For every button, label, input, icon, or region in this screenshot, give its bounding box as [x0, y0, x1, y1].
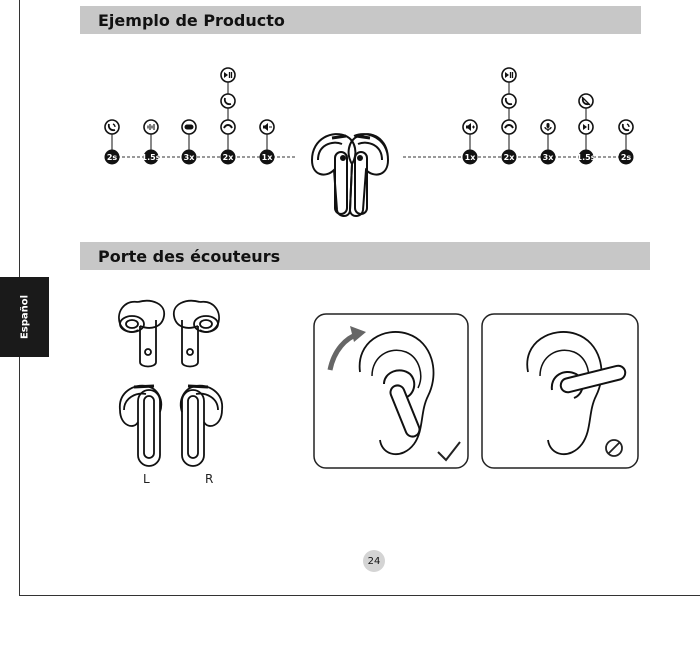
right-controls: 1x 2x 3x 1.5s 2s [462, 67, 634, 165]
section-header-wearing: Porte des écouteurs [80, 242, 650, 270]
call-voice-icon [104, 119, 120, 135]
label-right: R [205, 472, 213, 486]
language-tab: Español [0, 277, 49, 357]
control-column: 2s [104, 119, 120, 165]
prohibited-icon [605, 439, 623, 457]
control-column: 2x [501, 67, 517, 165]
control-column: 1x [462, 119, 478, 165]
section-title: Porte des écouteurs [98, 246, 281, 266]
call-voice-icon [618, 119, 634, 135]
control-column: 1.5s [577, 93, 596, 165]
press-badge: 1.5s [577, 149, 596, 165]
press-badge-label: 1.5s [577, 153, 596, 162]
press-badge-label: 2s [107, 153, 118, 162]
press-badge-label: 2x [504, 153, 516, 162]
play-pause-icon [501, 67, 517, 83]
press-badge-label: 2s [621, 153, 632, 162]
control-column: 3x [181, 119, 197, 165]
control-column: 1.5s [142, 119, 161, 165]
volume-down-icon [259, 119, 275, 135]
next-track-icon [578, 119, 594, 135]
call-icon [501, 93, 517, 109]
wear-panel-correct [313, 313, 469, 469]
earbud-back-left [119, 384, 163, 467]
earbud-front-right [173, 299, 220, 368]
press-badge-label: 1x [465, 153, 477, 162]
control-column: 2s [618, 119, 634, 165]
label-left: L [143, 472, 150, 486]
play-pause-icon [220, 67, 236, 83]
gamepad-icon [181, 119, 197, 135]
press-badge: 2s [104, 149, 120, 165]
press-badge-label: 3x [184, 153, 196, 162]
press-badge-label: 2x [223, 153, 235, 162]
hangup-icon [501, 119, 517, 135]
wear-panel-incorrect [481, 313, 639, 469]
wearing-illustrations: L R [118, 299, 639, 486]
press-badge-label: 1.5s [142, 153, 161, 162]
press-badge: 1x [259, 149, 275, 165]
press-badge-label: 3x [543, 153, 555, 162]
press-badge: 2s [618, 149, 634, 165]
control-column: 2x [220, 67, 236, 165]
voice-wave-icon [143, 119, 159, 135]
left-controls: 2s 1.5s 3x 2x 1x [104, 67, 275, 165]
section-header-product-example: Ejemplo de Producto [80, 6, 641, 34]
controls-diagram: 2s 1.5s 3x 2x 1x 1x 2x 3x 1.5s 2s [104, 67, 634, 217]
check-icon [437, 441, 461, 462]
press-badge: 2x [220, 149, 236, 165]
press-badge: 1x [462, 149, 478, 165]
hangup-icon [220, 119, 236, 135]
earbud-back-right [179, 384, 223, 467]
press-badge-label: 1x [262, 153, 274, 162]
press-badge: 2x [501, 149, 517, 165]
volume-up-icon [462, 119, 478, 135]
control-column: 1x [259, 119, 275, 165]
page-number: 24 [363, 550, 385, 572]
earbud-front-left [118, 299, 165, 368]
page-frame-bottom [19, 595, 700, 596]
press-badge: 3x [181, 149, 197, 165]
microphone-icon [540, 119, 556, 135]
call-icon [220, 93, 236, 109]
reject-call-icon [578, 93, 594, 109]
section-title: Ejemplo de Producto [98, 10, 285, 30]
earbud-right-illustration [347, 133, 390, 217]
press-badge: 3x [540, 149, 556, 165]
press-badge: 1.5s [142, 149, 161, 165]
control-column: 3x [540, 119, 556, 165]
